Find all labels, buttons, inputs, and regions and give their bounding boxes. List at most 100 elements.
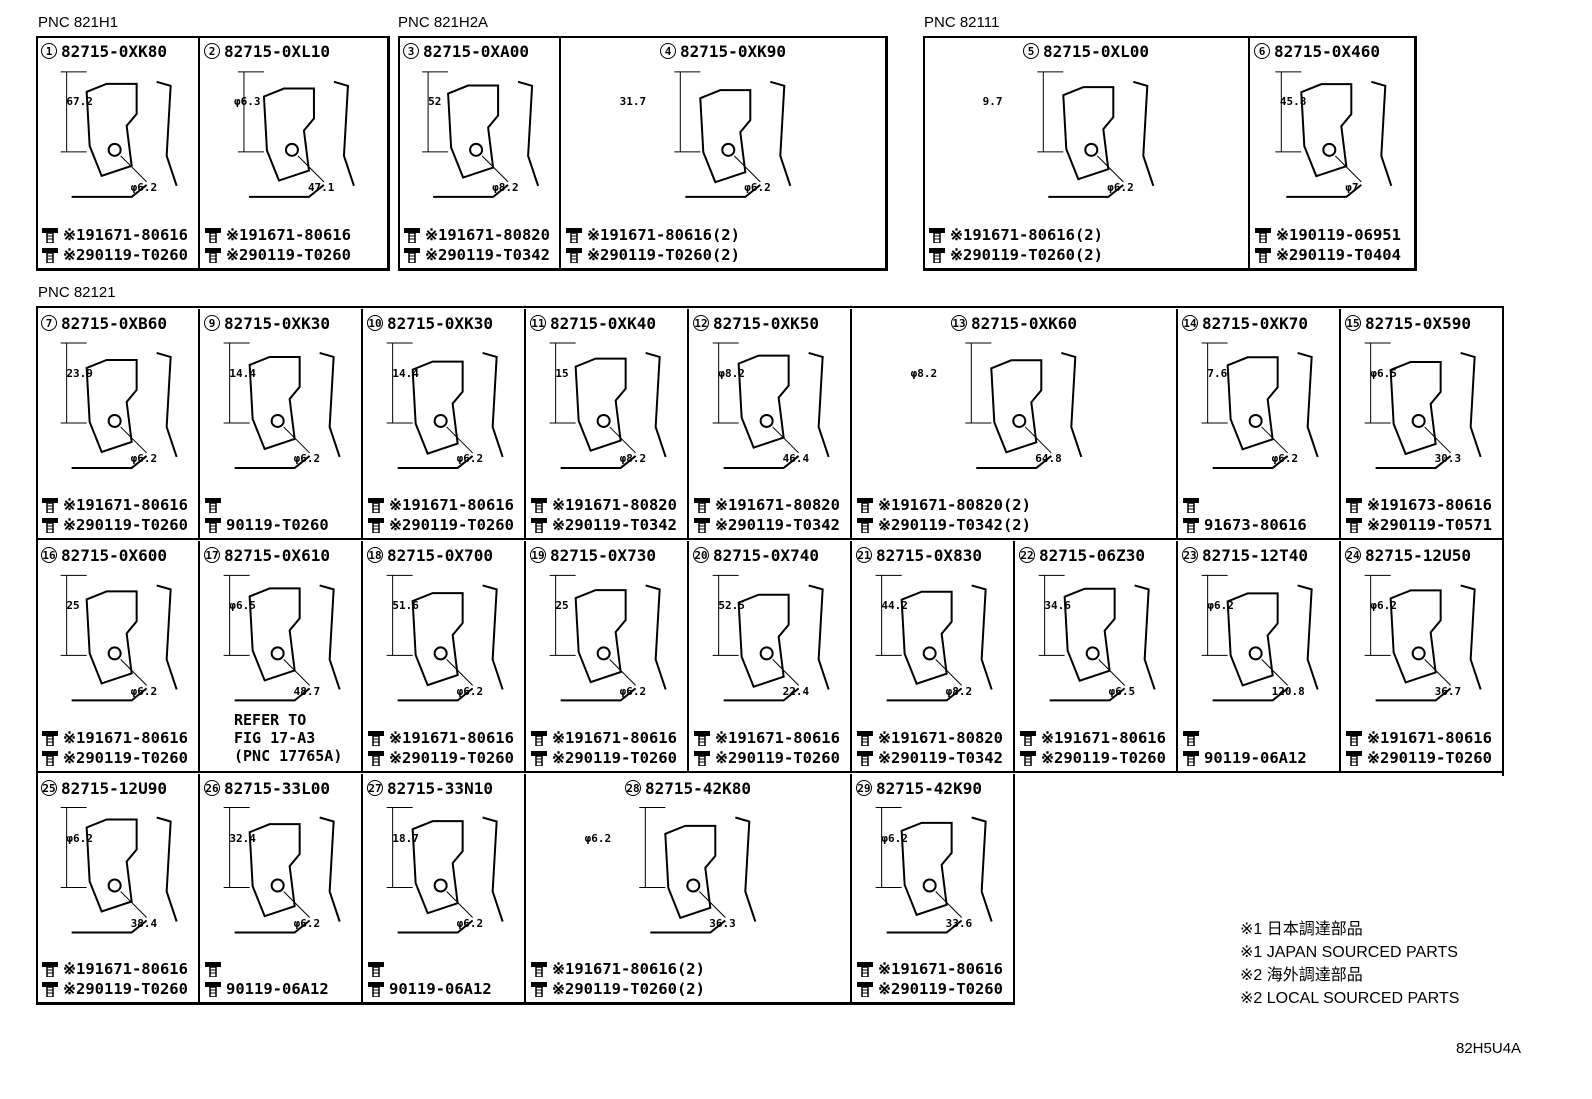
callout-number: 11	[530, 315, 546, 331]
fastener-number: ※191671-80616	[389, 496, 514, 514]
pnc-label: PNC 821H1	[38, 14, 119, 31]
fastener-row: ※290119-T0260	[530, 748, 677, 768]
fastener-list: ※191671-80820 ※290119-T0342	[693, 495, 840, 535]
fastener-list: ※191671-80616※290119-T0260	[856, 959, 1003, 999]
dimension-label: φ8.2	[718, 366, 745, 380]
bracket-illustration	[223, 807, 341, 934]
note-line: (PNC 17765A)	[234, 747, 343, 765]
bolt-icon	[205, 248, 221, 263]
dimension-label: 51.6	[392, 599, 419, 612]
bolt-icon	[531, 962, 547, 977]
fastener-row: ※191671-80820	[693, 495, 840, 515]
fastener-number: ※290119-T0260(2)	[950, 246, 1103, 264]
fastener-number: 90119-06A12	[389, 980, 492, 998]
bolt-icon	[368, 751, 384, 766]
fastener-row: ※290119-T0571	[1345, 515, 1492, 535]
bolt-icon	[1183, 518, 1199, 533]
fastener-row: ※290119-T0260	[693, 748, 840, 768]
bolt-icon	[1183, 498, 1199, 513]
bolt-icon	[531, 751, 547, 766]
callout-number: 16	[41, 547, 57, 563]
bracket-illustration	[1364, 342, 1482, 469]
fastener-list: ※191673-80616※290119-T0571	[1345, 495, 1492, 535]
fastener-number: ※290119-T0260(2)	[587, 246, 740, 264]
callout-number: 12	[693, 315, 709, 331]
fastener-row: ※191671-80820(2)	[856, 495, 1031, 515]
bracket-illustration	[237, 71, 355, 198]
callout-number: 5	[1023, 43, 1040, 59]
bracket-illustration	[60, 71, 178, 198]
dimension-label: φ6.5	[229, 599, 256, 612]
bolt-icon	[1346, 751, 1362, 766]
bracket-illustration	[60, 574, 178, 702]
part-number: 82715-06Z30	[1039, 546, 1145, 565]
fastener-row: 90119-06A12	[1182, 748, 1307, 768]
part-number: 82715-0X730	[550, 546, 656, 565]
dimension-label: φ7	[1345, 181, 1359, 195]
fastener-row	[1182, 495, 1307, 515]
fastener-list: ※191671-80820(2)※290119-T0342(2)	[856, 495, 1031, 535]
bolt-icon	[929, 228, 945, 243]
fastener-row: ※191671-80616	[41, 728, 188, 748]
fastener-list: ※191671-80616※290119-T0260	[367, 495, 514, 535]
fastener-number: ※190119-06951	[1276, 226, 1401, 244]
dimension-label: 47.1	[307, 181, 335, 195]
fastener-number: ※290119-T0260	[715, 749, 840, 767]
legend-line: ※2 海外調達部品	[1240, 967, 1363, 984]
drawing-code: 82H5U4A	[1456, 1040, 1522, 1057]
fastener-number: ※290119-T0260	[552, 749, 677, 767]
bracket-illustration	[1275, 71, 1393, 198]
bracket-illustration	[875, 574, 993, 702]
bracket-illustration	[1037, 71, 1155, 198]
dimension-label: 44.2	[881, 599, 908, 612]
fastener-number: ※290119-T0342	[715, 516, 840, 534]
dimension-label: 34.6	[1044, 599, 1071, 612]
bolt-icon	[1183, 731, 1199, 746]
dimension-label: φ6.2	[456, 916, 484, 930]
callout-number: 13	[951, 315, 968, 331]
fastener-number: ※191671-80616(2)	[552, 960, 705, 978]
fastener-row: ※290119-T0404	[1254, 245, 1401, 265]
fastener-row: ※290119-T0260	[41, 748, 188, 768]
fastener-number: ※191671-80616	[63, 226, 188, 244]
fastener-number: ※191671-80616	[1041, 729, 1166, 747]
fastener-row: ※290119-T0260	[1345, 748, 1492, 768]
fastener-row: ※191671-80616	[1345, 728, 1492, 748]
fastener-row: ※290119-T0342	[403, 245, 550, 265]
fastener-row	[204, 495, 329, 515]
bolt-icon	[368, 518, 384, 533]
dimension-label: 31.7	[619, 95, 647, 109]
callout-number: 3	[403, 43, 419, 59]
callout-number: 27	[367, 780, 383, 796]
fastener-number: ※191671-80820	[715, 496, 840, 514]
bracket-illustration	[386, 807, 504, 934]
fastener-row: ※191671-80616	[1019, 728, 1166, 748]
bolt-icon	[857, 982, 873, 997]
bolt-icon	[531, 498, 547, 513]
pnc-label: PNC 82121	[38, 284, 116, 301]
fastener-number: ※191671-80820	[425, 226, 550, 244]
fastener-number: ※191671-80820	[552, 496, 677, 514]
bolt-icon	[694, 731, 710, 746]
fastener-number	[1204, 495, 1213, 515]
fastener-number: ※191671-80820	[878, 729, 1003, 747]
dimension-label: 23.9	[66, 366, 93, 380]
fastener-row: ※191671-80820	[403, 225, 550, 245]
bolt-icon	[42, 962, 58, 977]
part-number: 82715-0XK60	[971, 314, 1077, 333]
bolt-icon	[205, 518, 221, 533]
bolt-icon	[1346, 731, 1362, 746]
